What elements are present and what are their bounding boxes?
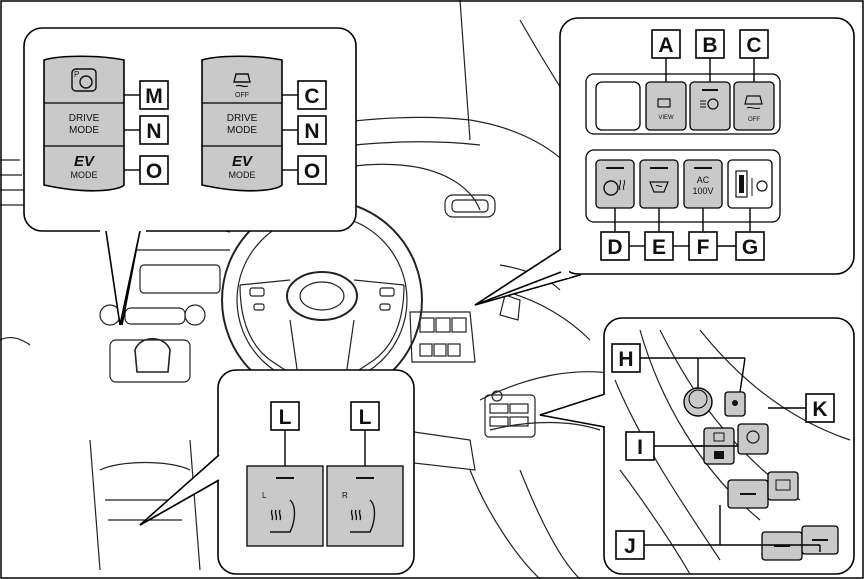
auto-headlight-icon <box>700 98 719 110</box>
svg-text:H: H <box>618 348 633 371</box>
seat-heater-left-button: L <box>246 465 324 547</box>
letter-N-box-2: N <box>297 115 327 145</box>
letter-F-box: F <box>688 231 718 261</box>
letter-H-box: H <box>611 343 641 373</box>
letter-O-box-2: O <box>297 155 327 185</box>
window-lock-switch <box>737 423 769 455</box>
seat-heater-callout: L R L L <box>139 369 415 575</box>
traction-off-icon-right <box>744 95 763 105</box>
svg-text:A: A <box>658 34 673 57</box>
letter-C-box-left: C <box>297 80 327 110</box>
window-lock-icon <box>746 430 760 444</box>
right-top-callout: VIEW OFF A B <box>474 17 855 306</box>
svg-text:G: G <box>742 236 758 259</box>
svg-text:C: C <box>746 34 761 57</box>
mirror-adjust-knob <box>683 387 713 417</box>
letter-K-box: K <box>805 393 835 423</box>
svg-text:N: N <box>146 120 161 143</box>
letter-J-box: J <box>615 530 645 560</box>
mirror-select-switch <box>724 391 746 417</box>
svg-text:P: P <box>74 70 79 79</box>
svg-text:I: I <box>637 436 643 459</box>
ev-mode-label-1: MODE <box>71 170 98 180</box>
parking-steering-icon: P <box>71 68 97 92</box>
n-drive-mode-line1-b: DRIVE <box>227 113 258 124</box>
seat-heater-icon-right <box>350 499 376 533</box>
windshield-defroster-icon <box>649 181 669 193</box>
ac-label: AC <box>697 175 710 185</box>
svg-text:L: L <box>359 406 372 429</box>
button-E <box>639 159 679 209</box>
letter-D-box: D <box>600 231 630 261</box>
door-callout: H I J K <box>539 317 855 575</box>
ev-mode-label-2: MODE <box>229 170 256 180</box>
usb-headlight-level-icon <box>751 178 768 196</box>
seat-heater-icon <box>270 499 296 533</box>
svg-text:F: F <box>697 236 710 259</box>
view-label: VIEW <box>658 115 674 121</box>
letter-N-box: N <box>139 115 169 145</box>
letter-L-box-right: L <box>350 401 380 431</box>
camera-view-icon <box>657 98 671 108</box>
left-callout: P DRIVE MODE EV MODE M N O <box>23 27 357 326</box>
svg-text:C: C <box>304 85 319 108</box>
power-window-switches <box>727 471 839 561</box>
m-drive-mode-line2: MODE <box>69 125 99 136</box>
svg-text:N: N <box>304 120 319 143</box>
button-B <box>689 81 731 131</box>
letter-C-box-right: C <box>739 29 769 59</box>
seat-heater-right-button: R <box>326 465 404 547</box>
letter-E-box: E <box>644 231 674 261</box>
ev-icon: EV <box>74 153 96 170</box>
c-off-label-right: OFF <box>748 117 760 123</box>
letter-G-box: G <box>735 231 765 261</box>
button-D <box>595 159 635 209</box>
seat-right-label: R <box>342 491 348 500</box>
letter-B-box: B <box>695 29 725 59</box>
button-A: VIEW <box>645 81 687 131</box>
svg-text:J: J <box>624 535 636 558</box>
svg-text:B: B <box>702 34 717 57</box>
svg-text:O: O <box>146 160 162 183</box>
left-button-stack-1: P DRIVE MODE EV MODE <box>43 55 140 192</box>
letter-I-box: I <box>625 431 655 461</box>
c-off-label: OFF <box>235 92 249 99</box>
ev-icon-2: EV <box>232 153 254 170</box>
steering-heater-icon <box>603 179 626 196</box>
unlock-icon <box>713 432 725 442</box>
m-drive-mode-line1: DRIVE <box>69 113 100 124</box>
svg-text:L: L <box>279 406 292 429</box>
letter-M-box: M <box>139 80 169 110</box>
letter-O-box: O <box>139 155 169 185</box>
button-C: OFF <box>733 81 775 131</box>
traction-off-icon <box>233 73 251 88</box>
svg-text:E: E <box>652 236 666 259</box>
button-F: AC 100V <box>683 159 723 209</box>
svg-text:K: K <box>812 398 827 421</box>
letter-L-box-left: L <box>270 401 300 431</box>
letter-A-box: A <box>651 29 681 59</box>
left-button-stack-2: OFF DRIVE MODE EV MODE <box>201 55 298 192</box>
svg-text:O: O <box>304 160 320 183</box>
svg-text:M: M <box>145 85 163 108</box>
seat-left-label: L <box>262 491 267 500</box>
ac-100v-label: 100V <box>692 186 713 196</box>
svg-text:D: D <box>607 236 622 259</box>
n-drive-mode-line2-b: MODE <box>227 125 257 136</box>
button-G <box>727 159 773 209</box>
lock-icon <box>714 451 724 459</box>
